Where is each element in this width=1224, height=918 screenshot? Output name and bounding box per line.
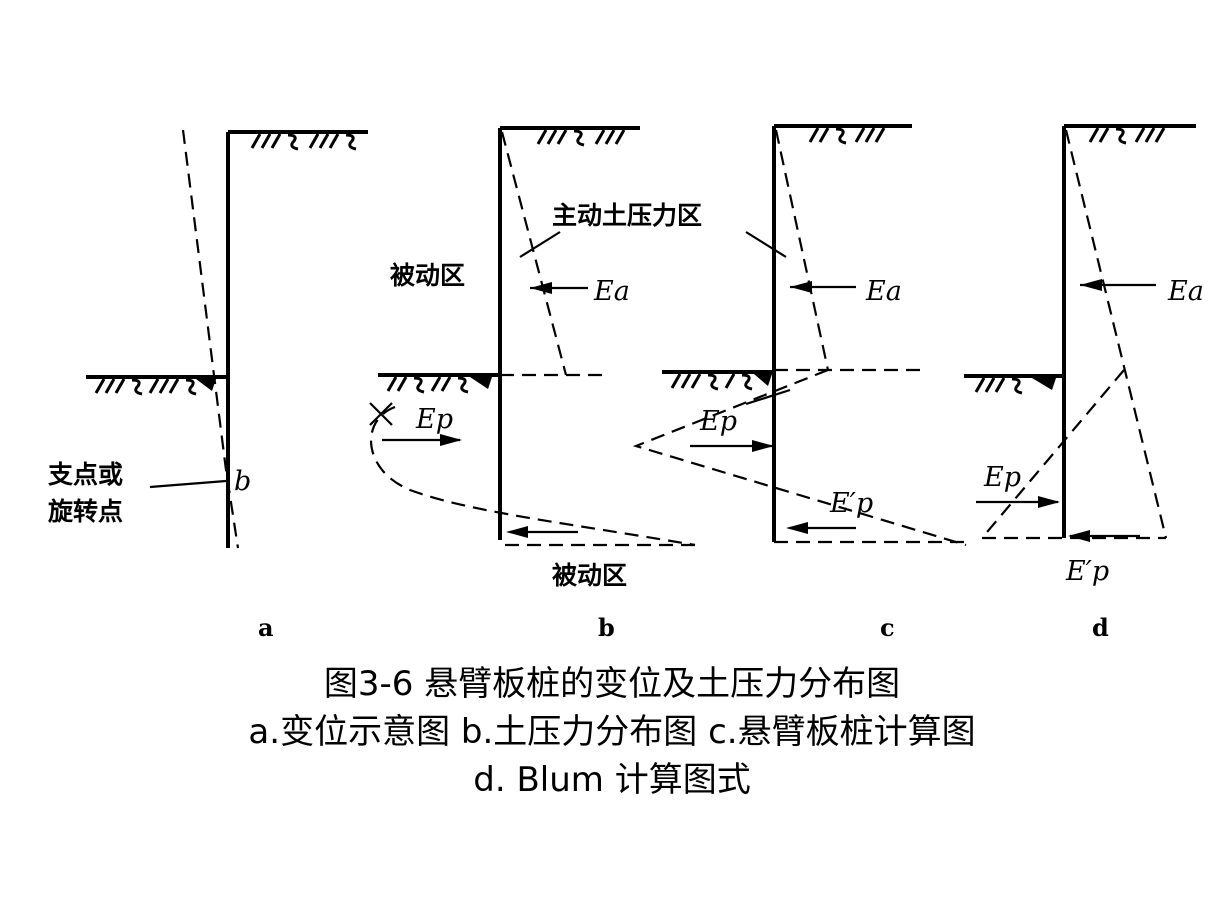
figure-subcaption-1: a.变位示意图 b.土压力分布图 c.悬臂板桩计算图: [248, 712, 976, 752]
top-ground-hatch-a: [250, 133, 357, 151]
ep-arrowhead-c: [752, 440, 774, 452]
pivot-leader: [149, 479, 227, 489]
rotation-mark-2: [369, 402, 393, 426]
active-pressure-d: [1064, 129, 1168, 539]
panel-b: Ea Ep 被动区 主动土压力区 被动区 b: [369, 126, 787, 640]
point-b-label: b: [234, 466, 251, 497]
lower-ground-hatch-a: [94, 378, 216, 396]
active-zone-label: 主动土压力区: [552, 201, 702, 230]
active-zone-leader-b: [519, 231, 561, 258]
lower-ground-hatch-c: [670, 373, 772, 391]
pivot-label-1: 支点或: [48, 460, 123, 489]
ep-arrowhead-b: [440, 434, 462, 446]
ep-bottom-arrowhead-b: [506, 526, 528, 538]
panel-a: 支点或 旋转点 b a: [48, 129, 368, 640]
lower-ground-hatch-b: [386, 376, 492, 394]
ep-label-d: Ep: [983, 462, 1021, 493]
ep-prime-arrowhead-c: [786, 522, 808, 534]
passive-zone-bottom-label: 被动区: [552, 561, 627, 590]
active-pressure-c: [774, 129, 830, 371]
pivot-label-2: 旋转点: [48, 497, 123, 526]
panel-label-b: b: [598, 613, 615, 640]
panel-c: Ea Ep E′p c: [632, 124, 967, 640]
ep-label-b: Ep: [415, 404, 453, 435]
ea-arrowhead-c: [790, 281, 812, 293]
ea-arrowhead-b: [530, 282, 552, 294]
ep-arrowhead-d: [1038, 496, 1060, 508]
ep-prime-label-c: E′p: [829, 488, 873, 519]
passive-pressure-d: [981, 369, 1125, 539]
top-ground-hatch-d: [1088, 127, 1166, 145]
active-pressure-b: [500, 131, 568, 376]
passive-zone-label: 被动区: [390, 261, 465, 290]
ep-label-c: Ep: [699, 406, 737, 437]
ea-label-d: Ea: [1167, 276, 1204, 307]
ep-prime-label-d: E′p: [1065, 556, 1109, 587]
active-zone-leader-c2: [745, 388, 791, 406]
ep-prime-arrowhead-d: [1068, 530, 1090, 542]
ea-label-b: Ea: [593, 276, 630, 307]
deflected-pile-a: [181, 129, 240, 549]
panel-label-d: d: [1092, 613, 1109, 640]
net-pressure-c: [632, 368, 967, 547]
panel-label-a: a: [258, 613, 274, 640]
panel-d: Ea Ep E′p d: [964, 124, 1204, 640]
passive-pressure-curve-b: [370, 405, 696, 547]
figure-subcaption-2: d. Blum 计算图式: [473, 760, 751, 800]
sheet-pile-diagram: 支点或 旋转点 b a: [48, 124, 1204, 640]
top-ground-hatch-b: [536, 129, 626, 147]
active-zone-leader-c: [745, 231, 787, 258]
ea-arrowhead-d: [1080, 279, 1102, 291]
ea-label-c: Ea: [865, 276, 902, 307]
lower-ground-hatch-d: [974, 377, 1056, 395]
figure-title: 图3-6 悬臂板桩的变位及土压力分布图: [323, 664, 901, 704]
top-ground-hatch-c: [808, 127, 886, 145]
panel-label-c: c: [880, 613, 895, 640]
